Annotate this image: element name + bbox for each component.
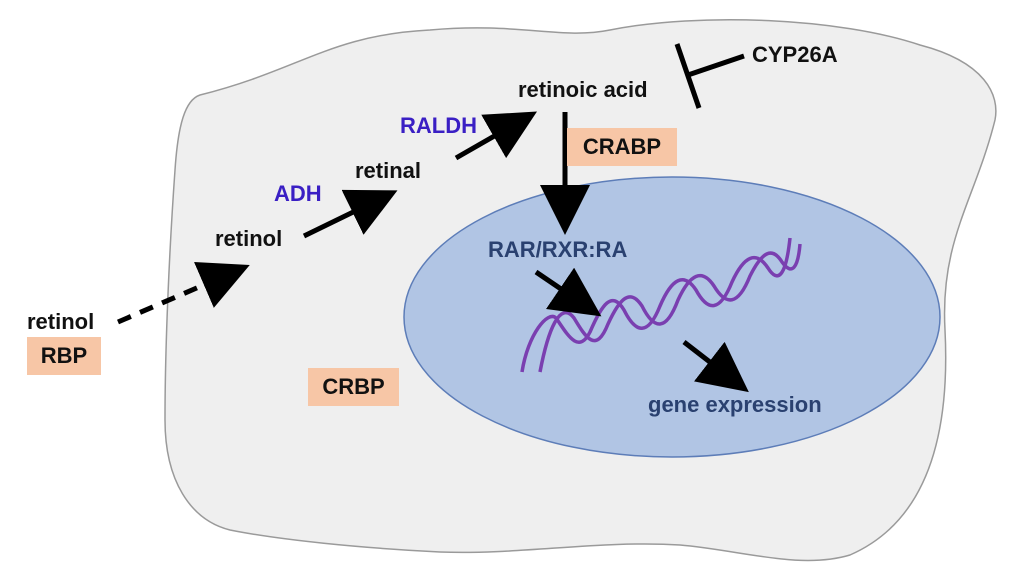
raldh-arrow [454,111,538,161]
receptor-binding-arrow [534,267,602,317]
dna-helix-icon [520,237,802,373]
retinoic-acid-label: retinoic acid [518,77,648,102]
crbp-box: CRBP [308,368,399,406]
nucleus [403,176,941,458]
crabp-box: CRABP [567,128,677,166]
gene-expression-label: gene expression [648,392,822,417]
adh-label: ADH [274,181,322,206]
cyp26a-inhibition [674,43,745,109]
cyp26a-label: CYP26A [752,42,838,67]
import-arrow [117,261,250,325]
retinol-inside-label: retinol [215,226,283,251]
gene-expression-arrow [682,340,749,393]
rbp-box: RBP [27,337,101,375]
adh-arrow [302,189,398,239]
raldh-label: RALDH [400,113,477,138]
retinal-label: retinal [355,158,422,183]
retinol-outside-label: retinol [27,309,95,334]
rar-rxr-ra-label: RAR/RXR:RA [488,237,628,262]
